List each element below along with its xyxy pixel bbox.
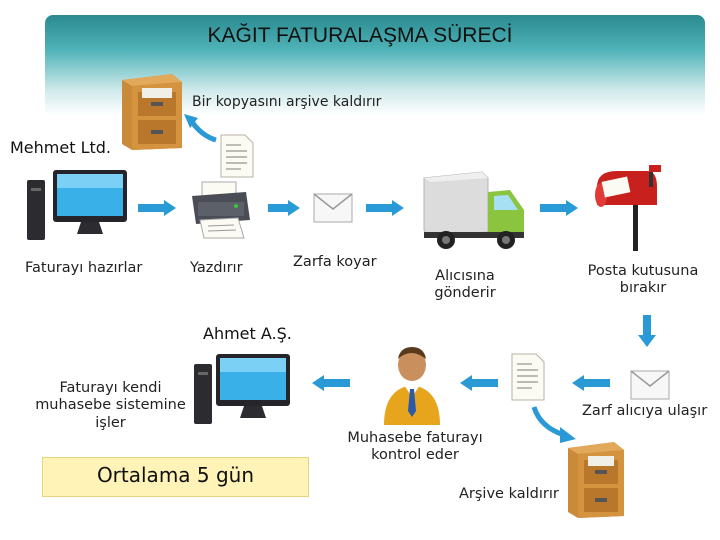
arrow-icon <box>268 200 302 216</box>
envelope-icon <box>630 370 670 400</box>
step-check-label: Muhasebe faturayı kontrol eder <box>330 430 500 465</box>
step-prepare-label: Faturayı hazırlar <box>25 260 142 277</box>
step-send-label: Alıcısına gönderir <box>405 268 525 303</box>
step-envelope-label: Zarfa koyar <box>293 254 377 271</box>
document-icon <box>219 133 255 179</box>
page-title: KAĞIT FATURALAŞMA SÜRECİ <box>0 24 720 48</box>
step-archive-bottom-label: Arşive kaldırır <box>459 486 559 503</box>
archive-arrow-icon <box>180 110 220 145</box>
businessman-icon <box>380 345 444 427</box>
computer-icon <box>25 168 130 243</box>
arrow-left-icon <box>312 375 352 391</box>
step-arrive-label: Zarf alıcıya ulaşır <box>582 403 707 420</box>
filing-cabinet-icon <box>564 440 626 520</box>
truck-icon <box>420 170 528 254</box>
average-duration-box: Ortalama 5 gün <box>42 457 309 497</box>
archive-arrow-down-icon <box>530 405 580 445</box>
computer-icon <box>192 352 292 426</box>
step-process-label: Faturayı kendi muhasebe sistemine işler <box>28 380 193 432</box>
arrow-left-icon <box>460 375 500 391</box>
arrow-down-icon <box>638 315 656 349</box>
step-mailbox-label: Posta kutusuna bırakır <box>578 263 708 298</box>
envelope-icon <box>313 193 353 223</box>
printer-icon <box>188 180 254 240</box>
receiver-company-label: Ahmet A.Ş. <box>203 324 292 343</box>
document-icon <box>510 352 546 402</box>
mailbox-icon <box>593 165 663 253</box>
arrow-left-icon <box>572 375 612 391</box>
sender-company-label: Mehmet Ltd. <box>10 138 111 157</box>
arrow-icon <box>366 200 406 216</box>
arrow-icon <box>540 200 580 216</box>
filing-cabinet-icon <box>118 72 184 152</box>
step-print-label: Yazdırır <box>190 260 243 277</box>
average-duration-text: Ortalama 5 gün <box>43 463 308 487</box>
arrow-icon <box>138 200 178 216</box>
archive-note-top: Bir kopyasını arşive kaldırır <box>192 94 381 111</box>
